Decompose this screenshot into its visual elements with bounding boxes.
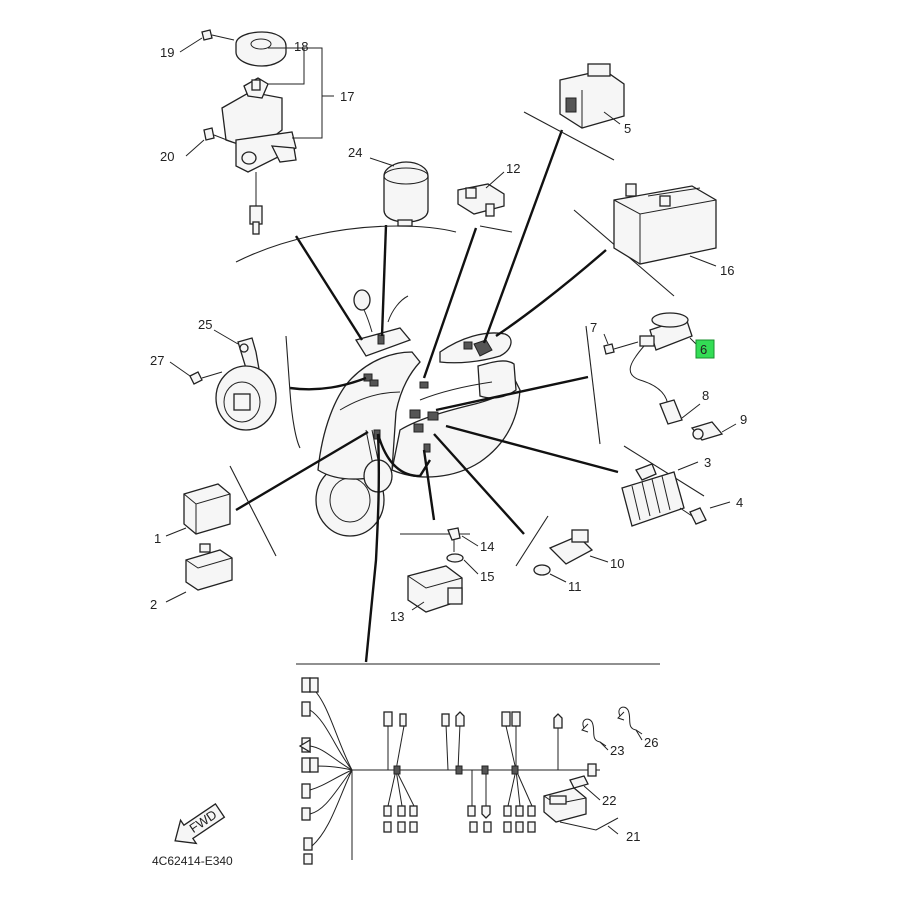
callout-17: 17: [340, 89, 354, 104]
horn-assembly: [169, 329, 277, 431]
sensor-13-assembly: [407, 527, 479, 613]
callout-10: 10: [610, 556, 624, 571]
callout-2: 2: [150, 597, 157, 612]
connection-lines: [235, 129, 619, 663]
callout-labels: 1 2 3 4 5 6 7 8 9 10 11 12 13 14 15 16 1…: [150, 39, 747, 844]
cdi-unit: [165, 483, 233, 603]
callout-5: 5: [624, 121, 631, 136]
sensor-10-assembly: [533, 529, 609, 583]
callout-15: 15: [480, 569, 494, 584]
callout-19: 19: [160, 45, 174, 60]
callout-20: 20: [160, 149, 174, 164]
callout-26: 26: [644, 735, 658, 750]
callout-16: 16: [720, 263, 734, 278]
fwd-arrow: FWD: [174, 803, 226, 845]
callout-6: 6: [700, 342, 707, 357]
callout-4: 4: [736, 495, 743, 510]
connector-5: [559, 63, 625, 129]
sensor-12: [457, 171, 505, 217]
callout-24: 24: [348, 145, 362, 160]
battery: [613, 183, 717, 267]
callout-21: 21: [626, 829, 640, 844]
callout-22: 22: [602, 793, 616, 808]
callout-27: 27: [150, 353, 164, 368]
callout-8: 8: [702, 388, 709, 403]
callout-6-highlight: [695, 339, 715, 359]
wire-harness: [298, 677, 619, 865]
callout-14: 14: [480, 539, 494, 554]
main-switch-assembly: [179, 29, 334, 235]
callout-12: 12: [506, 161, 520, 176]
rectifier-regulator: [621, 461, 731, 527]
callout-1: 1: [154, 531, 161, 546]
callout-18: 18: [294, 39, 308, 54]
callout-9: 9: [740, 412, 747, 427]
flasher-relay: [369, 157, 429, 227]
callout-13: 13: [390, 609, 404, 624]
diagram-code: 4C62414-E340: [152, 854, 233, 868]
callout-3: 3: [704, 455, 711, 470]
zone-dividers: [229, 111, 705, 665]
callout-11: 11: [568, 579, 582, 594]
callout-25: 25: [198, 317, 212, 332]
callout-23: 23: [610, 743, 624, 758]
clamps: [581, 706, 643, 751]
ignition-coil-assembly: [603, 312, 737, 441]
callout-7: 7: [590, 320, 597, 335]
